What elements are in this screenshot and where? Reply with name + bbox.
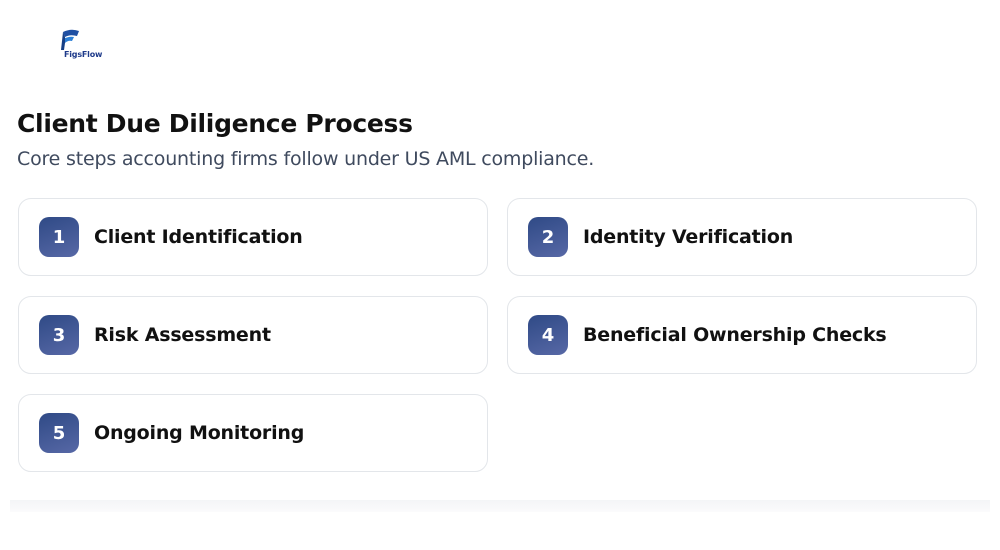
step-number-badge: 3 [39, 315, 79, 355]
step-card-ongoing-monitoring: 5 Ongoing Monitoring [18, 394, 488, 472]
step-label: Identity Verification [583, 226, 794, 248]
step-label: Ongoing Monitoring [94, 422, 305, 444]
footer-divider [10, 500, 990, 512]
brand-logo-text: FigsFlow [64, 50, 103, 59]
page-title: Client Due Diligence Process [17, 109, 413, 138]
step-card-identity-verification: 2 Identity Verification [507, 198, 977, 276]
step-card-risk-assessment: 3 Risk Assessment [18, 296, 488, 374]
step-label: Risk Assessment [94, 324, 271, 346]
step-card-client-identification: 1 Client Identification [18, 198, 488, 276]
step-number-badge: 5 [39, 413, 79, 453]
step-card-beneficial-ownership-checks: 4 Beneficial Ownership Checks [507, 296, 977, 374]
step-number-badge: 2 [528, 217, 568, 257]
page-subtitle: Core steps accounting firms follow under… [17, 148, 595, 170]
step-label: Client Identification [94, 226, 303, 248]
figsflow-logo-icon [61, 29, 79, 50]
step-number-badge: 4 [528, 315, 568, 355]
step-label: Beneficial Ownership Checks [583, 324, 887, 346]
brand-logo: FigsFlow [57, 29, 117, 63]
step-number-badge: 1 [39, 217, 79, 257]
